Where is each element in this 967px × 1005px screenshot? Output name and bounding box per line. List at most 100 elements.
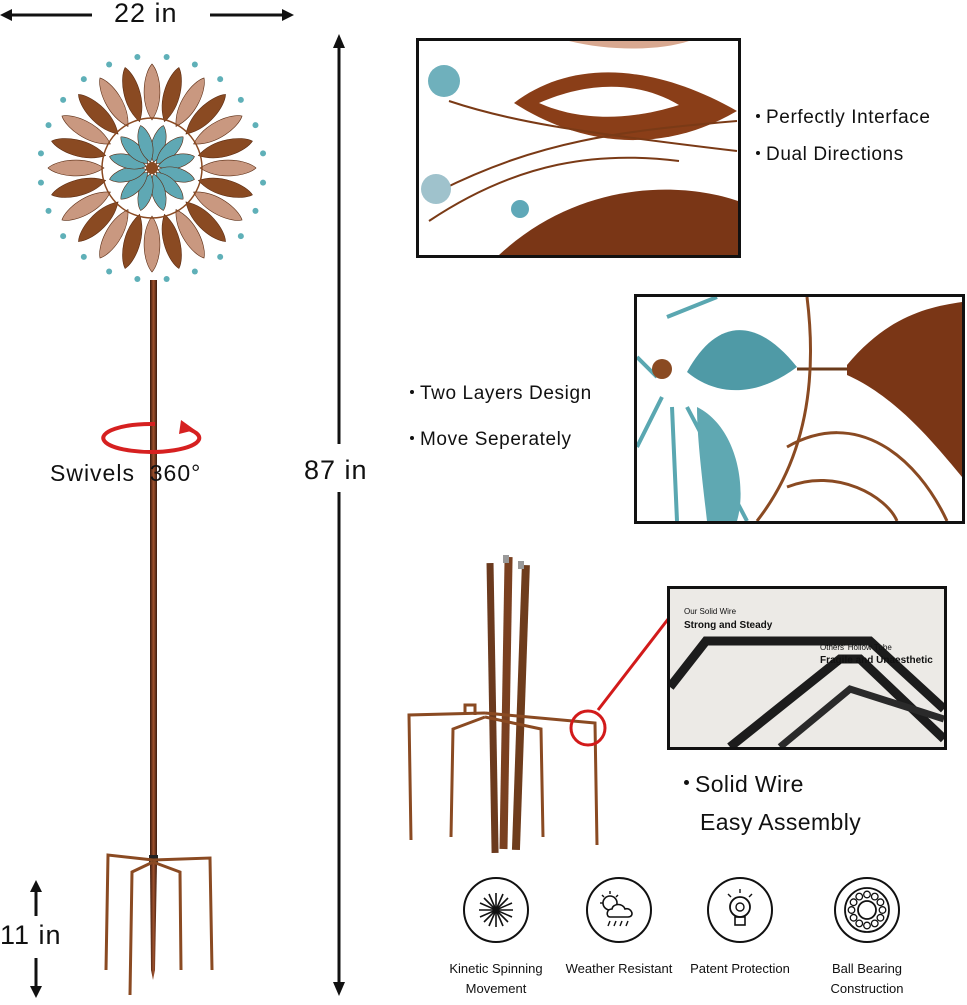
spinner-petal <box>99 209 129 259</box>
spinner-petal <box>175 209 205 259</box>
bearing-ball <box>847 906 856 914</box>
spinner-pole <box>100 280 220 1000</box>
spinner-hub <box>146 162 158 174</box>
spinner-bead <box>45 122 52 129</box>
feature-kinetic: Kinetic Spinning Movement <box>436 877 556 997</box>
feature-patent: Patent Protection <box>680 877 800 997</box>
stake-dimension <box>22 880 52 998</box>
bullet-dot <box>756 113 760 118</box>
spinner-bead <box>37 150 44 157</box>
spinner-petal <box>193 115 243 145</box>
spinner-petal <box>137 125 154 163</box>
bearing-ball <box>870 919 879 928</box>
spinner-bead <box>60 96 67 103</box>
feature-label-patent: Patent Protection <box>690 961 790 976</box>
swivel-arrow-icon <box>95 412 205 462</box>
bearing-ball <box>878 906 887 914</box>
spinner-petal <box>197 177 253 198</box>
spinner-bead <box>217 76 224 83</box>
bearing-ball <box>876 898 885 907</box>
spinner-petal <box>78 94 119 135</box>
swivel-label: Swivels 360° <box>50 460 202 486</box>
height-label: 87 in <box>304 455 368 485</box>
callout-easy-assembly: Easy Assembly <box>700 809 862 835</box>
callout-solid-wire: Solid Wire <box>684 771 804 798</box>
spinner-petal <box>122 213 143 269</box>
spinner-bead <box>134 276 141 283</box>
spinner-bead <box>217 253 224 260</box>
spinner-bead <box>237 233 244 240</box>
bullet-dot <box>410 389 414 394</box>
callout-directions: Dual Directions <box>756 144 904 166</box>
spinner-petal <box>78 201 119 242</box>
spinner-petal <box>51 138 107 159</box>
bullet-dot <box>684 780 689 786</box>
spinner-bead <box>134 53 141 60</box>
spinner-bead <box>80 253 87 260</box>
spinner-petal <box>143 63 161 121</box>
spinner-petal <box>143 215 161 273</box>
spinner-bead <box>260 150 267 157</box>
spinner-petal <box>61 191 111 221</box>
spinner-bead <box>163 276 170 283</box>
spinner-bead <box>260 179 267 186</box>
patent-protection-icon <box>707 877 773 943</box>
bearing-ball <box>849 913 858 922</box>
spinner-bead <box>37 179 44 186</box>
detail-photo-interface <box>416 38 741 258</box>
spinner-bead <box>106 61 113 68</box>
bearing-ball <box>849 898 858 907</box>
kinetic-spinning-icon <box>463 877 529 943</box>
bullet-dot <box>756 150 760 155</box>
bearing-ball <box>876 913 885 922</box>
spinner-petal <box>185 94 226 135</box>
others-small-label: Others' Hollow Tube <box>820 643 892 652</box>
width-dimension <box>0 0 300 30</box>
spinner-bead <box>163 53 170 60</box>
width-label: 22 in <box>114 0 178 28</box>
assembly-parts-image <box>405 555 615 855</box>
bearing-ball <box>863 890 871 899</box>
width-arrow <box>0 9 294 21</box>
spinner-bead <box>191 268 198 275</box>
spinner-petal <box>193 191 243 221</box>
spinner-petal <box>197 138 253 159</box>
spinner-bead <box>237 96 244 103</box>
bullet-dot <box>410 435 414 440</box>
spinner-petal <box>122 67 143 123</box>
spinner-petal <box>199 159 257 177</box>
spinner-petal <box>99 77 129 127</box>
bearing-ball <box>870 892 879 901</box>
height-dimension <box>326 34 356 996</box>
spinner-petal <box>51 177 107 198</box>
bearing-ball <box>855 919 864 928</box>
stake-label: 11 in <box>0 920 62 950</box>
others-bold-label: Fragile and Unaesthetic <box>820 655 933 666</box>
feature-label-kinetic: Kinetic Spinning Movement <box>449 961 543 996</box>
callout-move-separately: Move Seperately <box>410 429 572 451</box>
spinner-ring <box>101 117 203 219</box>
feature-weather: Weather Resistant <box>559 877 679 997</box>
detail-photo-layers <box>634 294 965 524</box>
spinner-petal <box>175 77 205 127</box>
callout-interface: Perfectly Interface <box>756 107 931 129</box>
feature-bearing: Ball Bearing Construction <box>807 877 927 997</box>
ours-small-label: Our Solid Wire <box>684 607 737 616</box>
weather-resistant-icon <box>586 877 652 943</box>
spinner-bead <box>80 76 87 83</box>
ball-bearing-icon <box>834 877 900 943</box>
spinner-bead <box>106 268 113 275</box>
spinner-bead <box>191 61 198 68</box>
spinner-bead <box>60 233 67 240</box>
spinner-petal <box>61 115 111 145</box>
wire-callout-marker <box>568 600 678 750</box>
bearing-ball <box>863 921 871 930</box>
bearing-ball <box>855 892 864 901</box>
spinner-bead <box>252 207 259 214</box>
spinner-bead <box>45 207 52 214</box>
wire-comparison-photo: Our Solid Wire Strong and Steady Others'… <box>667 586 947 750</box>
spinner-petal <box>161 213 182 269</box>
spinner-bead <box>252 122 259 129</box>
spinner-petal <box>161 67 182 123</box>
spinner-petal <box>47 159 105 177</box>
